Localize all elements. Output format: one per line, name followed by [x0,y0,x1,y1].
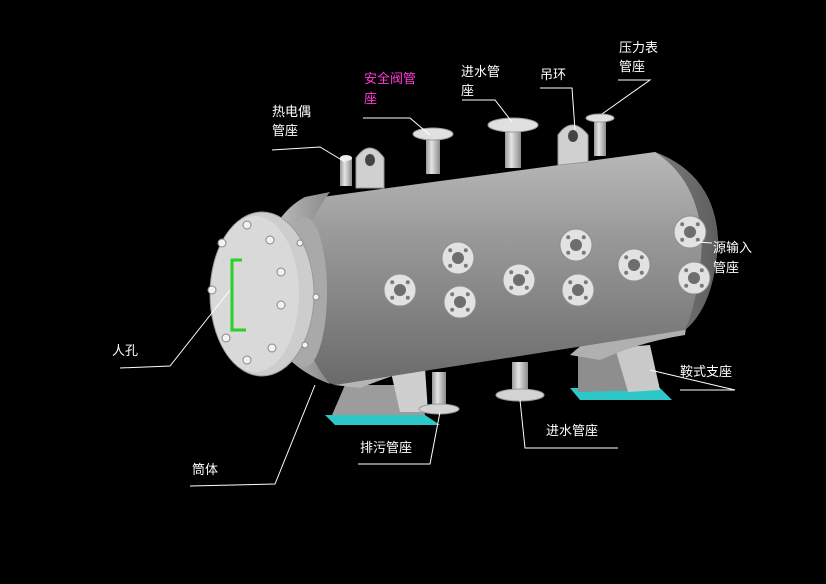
lifting-lug-right [557,124,589,166]
label-lifting-lug: 吊环 [540,68,567,83]
leader-water-inlet-top [462,99,513,123]
label-pressure-gauge-line1: 压力表 [619,41,659,56]
label-water-inlet-top-line1: 进水管 [461,65,501,80]
leader-drain [358,411,441,465]
label-safety-valve-line2: 座 [364,92,378,107]
leader-manhole [119,289,231,369]
side-flanges [383,215,711,319]
flange [559,228,593,262]
leader-safety-valve [363,117,431,136]
label-pressure-gauge-line2: 管座 [619,60,646,75]
label-water-inlet-top-line2: 座 [461,84,475,99]
support-rib [390,368,428,412]
leader-saddle [649,369,736,391]
leader-lifting-lug [540,87,576,131]
flange [443,285,477,319]
manhole-bolts [207,220,320,365]
thermocouple-nozzle [340,155,352,186]
flange [561,273,595,307]
label-thermocouple-line1: 热电偶 [272,105,312,120]
support-rib [615,345,660,392]
label-saddle-support: 鞍式支座 [680,365,733,380]
label-heat-input-line2: 管座 [713,261,740,276]
label-drain: 排污管座 [360,441,413,456]
label-heat-input-line1: 源输入 [713,241,753,256]
flange [502,263,536,297]
leader-lines [119,79,736,487]
flange [383,273,417,307]
manhole-handle [230,258,246,332]
leader-shell [189,384,316,487]
flange [617,248,651,282]
flange [673,215,707,249]
pressure-gauge-nozzle [585,113,615,156]
leader-heat-input [696,241,713,244]
leader-water-inlet-bottom [519,399,618,449]
top-water-inlet-nozzle [487,117,539,168]
lifting-lug-left [355,147,385,189]
label-safety-valve-line1: 安全阀管 [364,72,417,87]
flange [441,241,475,275]
flange [677,261,711,295]
manhole [207,211,327,377]
label-manhole: 人孔 [112,344,139,359]
safety-valve-nozzle [412,127,454,174]
leader-pressure-gauge [601,79,652,115]
label-shell: 筒体 [192,463,219,478]
support-base-plate [325,415,440,425]
bottom-nozzle-water-inlet [495,362,545,402]
label-thermocouple-line2: 管座 [272,124,299,139]
label-water-inlet-bottom: 进水管座 [546,424,599,439]
leader-thermocouple [271,146,346,163]
bottom-nozzle-drain [418,372,460,415]
